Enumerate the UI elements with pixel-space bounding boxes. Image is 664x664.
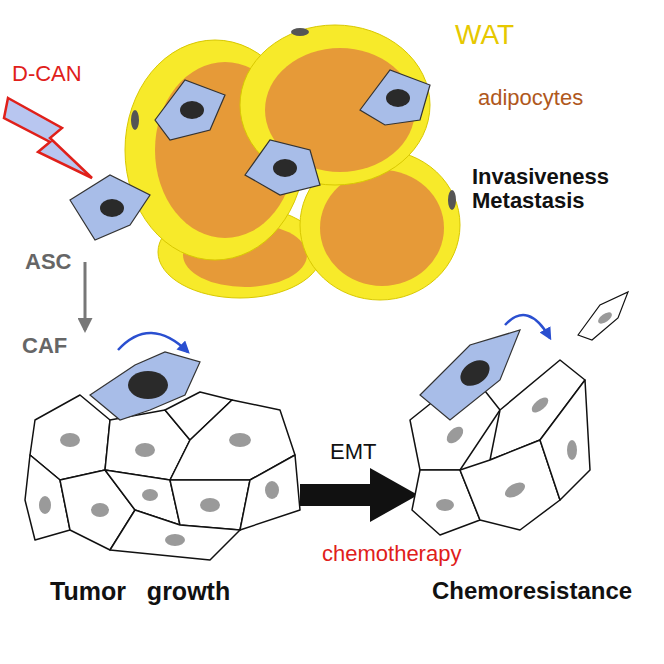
outcome-label: Tumor growth bbox=[50, 578, 230, 606]
tumor-nuclei bbox=[39, 433, 279, 546]
caf-nucleus bbox=[128, 371, 168, 399]
cell-type-label: ASC bbox=[25, 250, 71, 274]
tumor-cells bbox=[25, 392, 300, 560]
caf-cell bbox=[90, 352, 200, 420]
emt-caf-nucleus bbox=[456, 355, 495, 391]
differentiation-arrow bbox=[84, 262, 87, 330]
emt-caf-cell bbox=[420, 330, 520, 420]
escaping-nucleus bbox=[596, 310, 614, 326]
stimulus-label: D-CAN bbox=[12, 62, 82, 86]
cell-type-label: adipocytes bbox=[478, 86, 583, 110]
asc-nuclei bbox=[100, 89, 410, 217]
tissue-label: WAT bbox=[455, 20, 514, 51]
signal-arrow bbox=[505, 315, 550, 338]
signal-arrow bbox=[118, 333, 188, 352]
outcome-label: Invasiveness Metastasis bbox=[472, 165, 609, 213]
adipocyte-cluster bbox=[125, 25, 460, 300]
process-label: EMT bbox=[330, 440, 376, 464]
asc-cells bbox=[70, 70, 430, 240]
escaping-cell bbox=[578, 292, 628, 340]
cell-type-label: CAF bbox=[22, 334, 67, 358]
lightning-bolt bbox=[4, 98, 92, 178]
treatment-label: chemotherapy bbox=[322, 542, 461, 566]
emt-arrow bbox=[300, 468, 418, 522]
outcome-label: Chemoresistance bbox=[432, 578, 632, 604]
